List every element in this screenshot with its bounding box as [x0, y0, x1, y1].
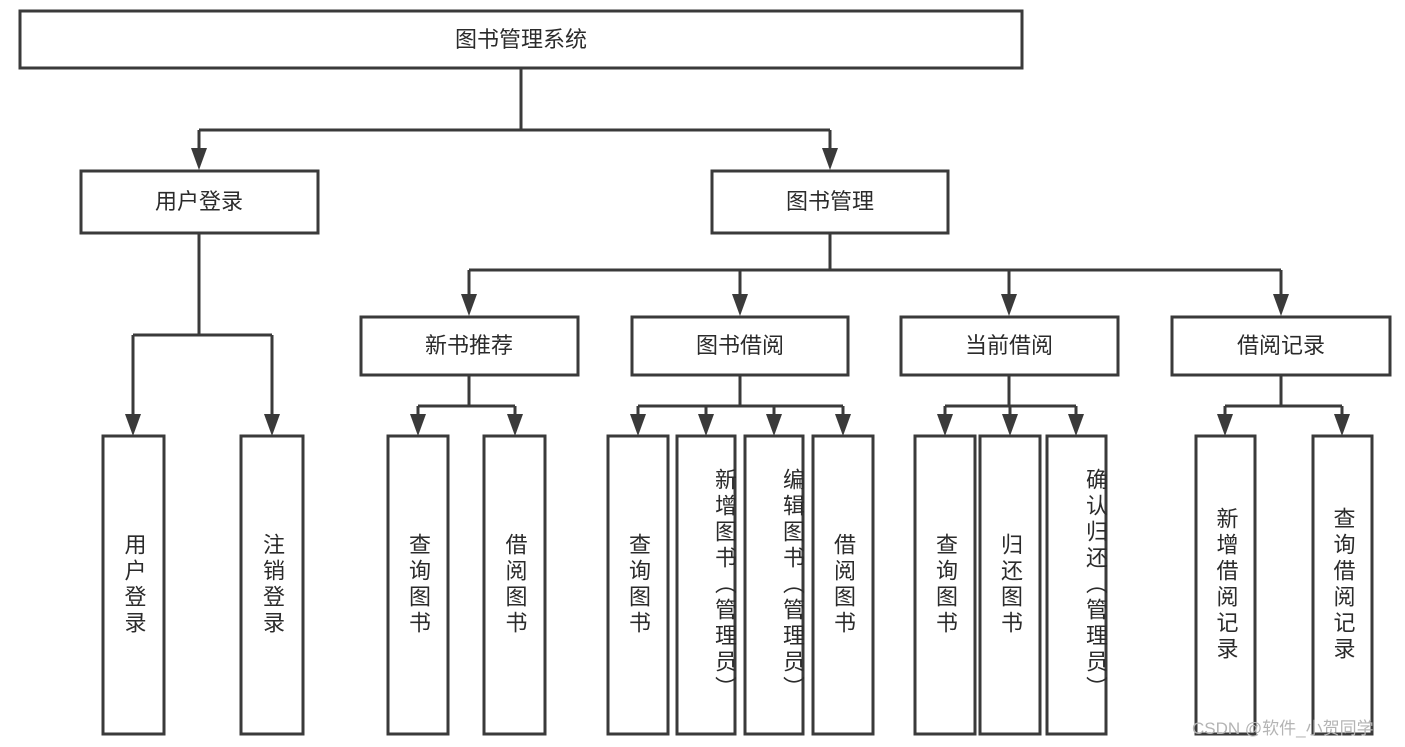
leaf-box-edit-book[interactable]	[743, 434, 805, 736]
node-borrow-records-label: 借阅记录	[1237, 333, 1325, 358]
leaf-box-query-borrow-record[interactable]	[1311, 434, 1374, 736]
node-user-login[interactable]: 用户登录	[79, 169, 320, 235]
connector-borrowrecords-to-leaves	[1217, 375, 1350, 436]
leaf-box-borrow-book-2[interactable]	[811, 434, 875, 736]
leaf-box-add-borrow-record[interactable]	[1194, 434, 1257, 736]
connector-currentborrow-to-leaves	[937, 375, 1084, 436]
leaf-box-confirm-return[interactable]	[1045, 434, 1108, 736]
node-user-login-label: 用户登录	[155, 189, 243, 214]
csdn-watermark: CSDN @软件_小贺同学	[1192, 719, 1374, 738]
node-current-borrow[interactable]: 当前借阅	[899, 315, 1120, 377]
connector-newbook-to-leaves	[410, 375, 523, 436]
node-new-book-recommend[interactable]: 新书推荐	[359, 315, 580, 377]
connector-bookborrow-to-leaves	[630, 375, 851, 436]
connector-userlogin-to-leaves	[125, 233, 280, 436]
connector-root-to-level2	[191, 68, 838, 170]
leaf-box-query-book-1[interactable]	[386, 434, 450, 736]
node-new-book-recommend-label: 新书推荐	[425, 333, 513, 358]
leaf-box-query-book-3[interactable]	[913, 434, 977, 736]
node-root[interactable]: 图书管理系统	[18, 9, 1024, 70]
node-root-label: 图书管理系统	[455, 27, 587, 52]
node-book-management-label: 图书管理	[786, 189, 874, 214]
node-book-borrow-label: 图书借阅	[696, 333, 784, 358]
node-current-borrow-label: 当前借阅	[965, 333, 1053, 358]
node-borrow-records[interactable]: 借阅记录	[1170, 315, 1392, 377]
leaf-box-query-book-2[interactable]	[606, 434, 670, 736]
leaf-boxes	[101, 434, 1374, 736]
leaf-box-user-login[interactable]	[101, 434, 166, 736]
node-book-management[interactable]: 图书管理	[710, 169, 950, 235]
leaf-box-user-logout[interactable]	[239, 434, 305, 736]
leaf-box-add-book[interactable]	[675, 434, 737, 736]
leaf-box-return-book[interactable]	[978, 434, 1042, 736]
node-book-borrow[interactable]: 图书借阅	[630, 315, 850, 377]
connector-level2-booksys-to-level3	[461, 233, 1289, 316]
leaf-box-borrow-book-1[interactable]	[482, 434, 547, 736]
